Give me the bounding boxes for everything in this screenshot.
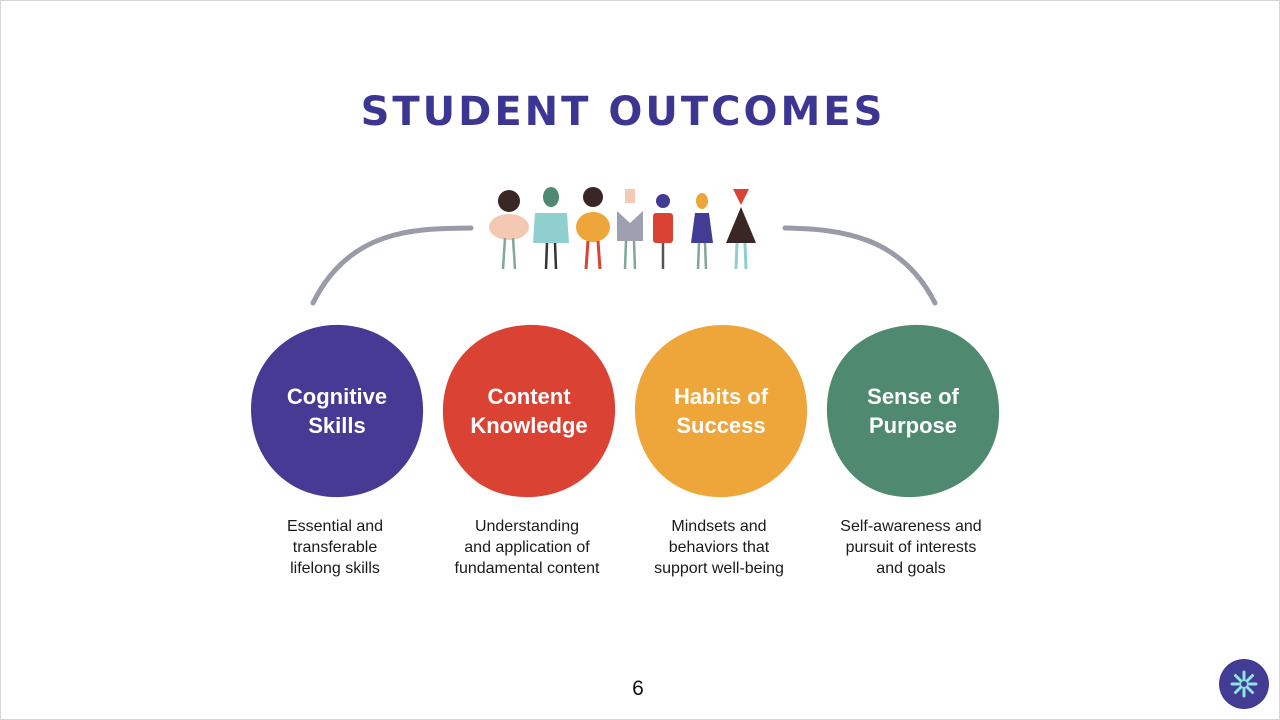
slide-title: STUDENT OUTCOMES <box>360 89 886 135</box>
blob-shape <box>251 324 424 498</box>
outcome-label: Content Knowledge <box>470 384 588 438</box>
person-4-icon <box>617 189 643 270</box>
outcome-description: Essential and transferable lifelong skil… <box>286 518 384 577</box>
person-5-icon <box>653 194 673 269</box>
person-7-icon <box>726 189 756 270</box>
person-3-icon <box>576 187 610 270</box>
asterisk-logo-icon <box>1219 659 1269 709</box>
outcome-label: Sense of Purpose <box>867 384 959 438</box>
outcome-label: Cognitive Skills <box>286 384 388 438</box>
outcome-description: Self-awareness and pursuit of interests … <box>840 518 982 577</box>
outcome-description: Understanding and application of fundame… <box>454 518 600 577</box>
outcome-label: Habits of Success <box>673 384 769 438</box>
blob-shape <box>635 325 808 498</box>
outcome-sense-of-purpose: Sense of Purpose <box>825 323 1001 499</box>
blob-shape <box>826 324 1000 498</box>
outcome-cognitive-skills: Cognitive Skills <box>249 323 425 499</box>
outcome-content-knowledge: Content Knowledge <box>441 323 617 499</box>
outcome-description: Mindsets and behaviors that support well… <box>654 518 784 577</box>
person-2-icon <box>533 187 569 270</box>
person-6-icon <box>691 193 713 270</box>
blob-shape <box>442 324 616 498</box>
outcome-habits-of-success: Habits of Success <box>633 323 809 499</box>
page-number: 6 <box>632 677 644 700</box>
people-group-illustration <box>489 187 756 270</box>
person-1-icon <box>489 190 529 270</box>
